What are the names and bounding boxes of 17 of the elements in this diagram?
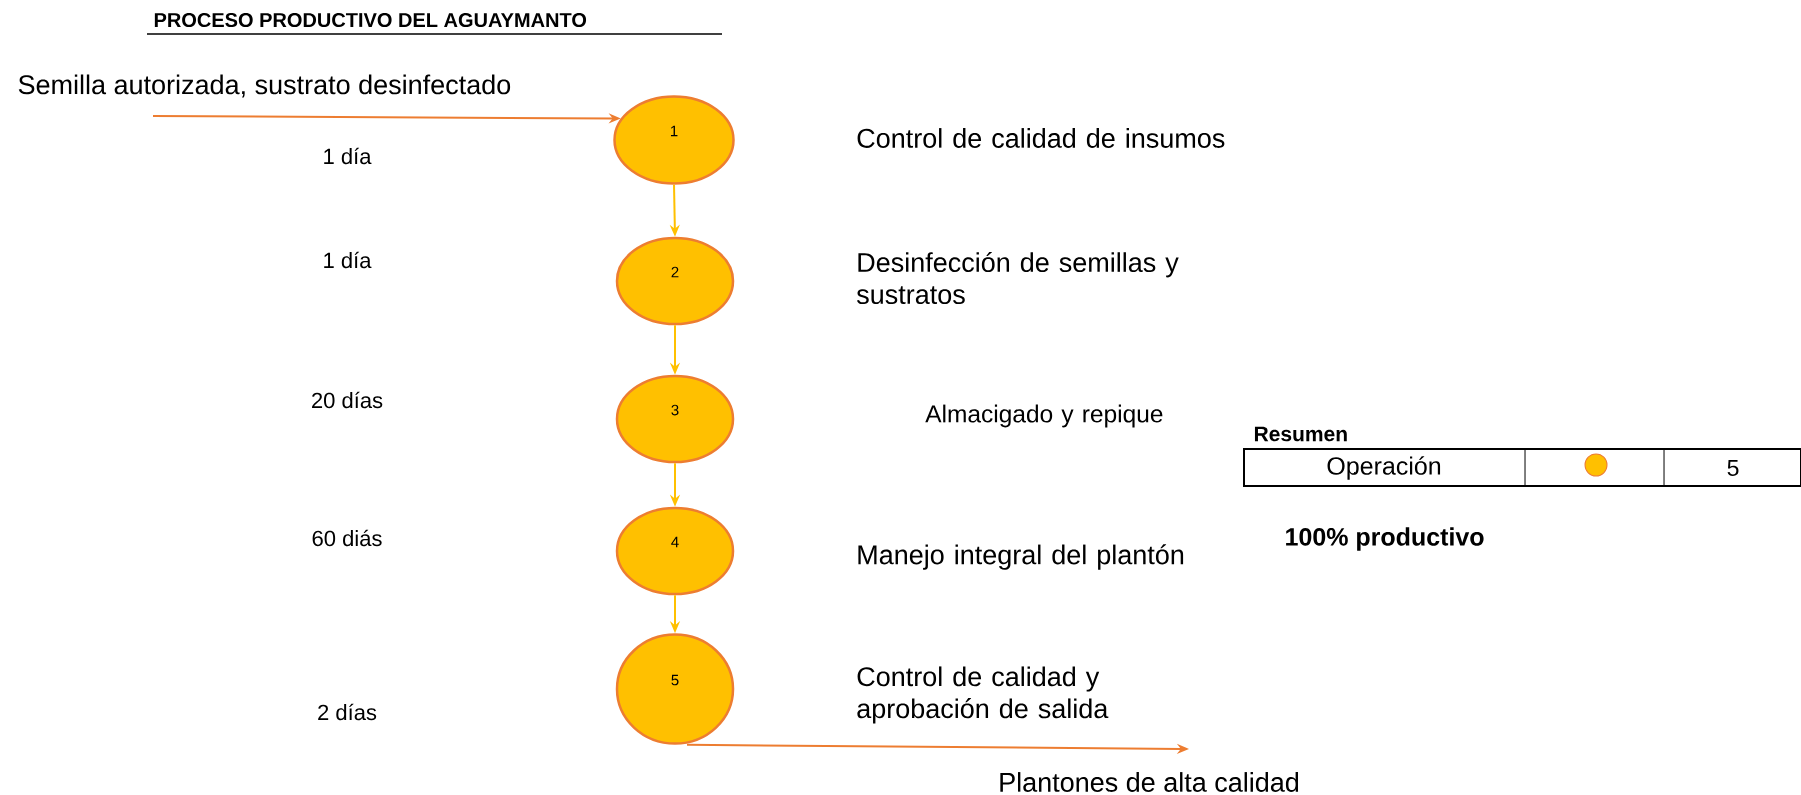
step-description: Manejo integral del plantón	[858, 544, 1184, 570]
duration-label: 2 días	[318, 703, 377, 721]
title: PROCESO PRODUCTIVO DEL AGUAYMANTO	[154, 12, 587, 28]
duration-label: 20 días	[312, 391, 383, 409]
step-description: Control de calidad y aprobación de salida	[857, 666, 1109, 724]
edge-label: Plantones de alta calidad	[1000, 772, 1299, 792]
count-value: 5	[1727, 460, 1739, 477]
edge-label: Semilla autorizada, sustrato desinfectado	[18, 74, 511, 98]
duration-label: 1 día	[324, 147, 372, 165]
efficiency-note: 100% productivo	[1286, 527, 1484, 551]
operation-label: Operación	[1327, 456, 1441, 480]
duration-label: 1 día	[324, 251, 372, 269]
table-heading: Resumen	[1254, 426, 1347, 442]
duration-label: 60 diás	[312, 529, 382, 547]
step-description: Almacigado y repique	[925, 404, 1163, 428]
step-description: Control de calidad de insumos	[857, 128, 1225, 148]
step-description: Desinfección de semillas y sustratos	[856, 251, 1179, 305]
